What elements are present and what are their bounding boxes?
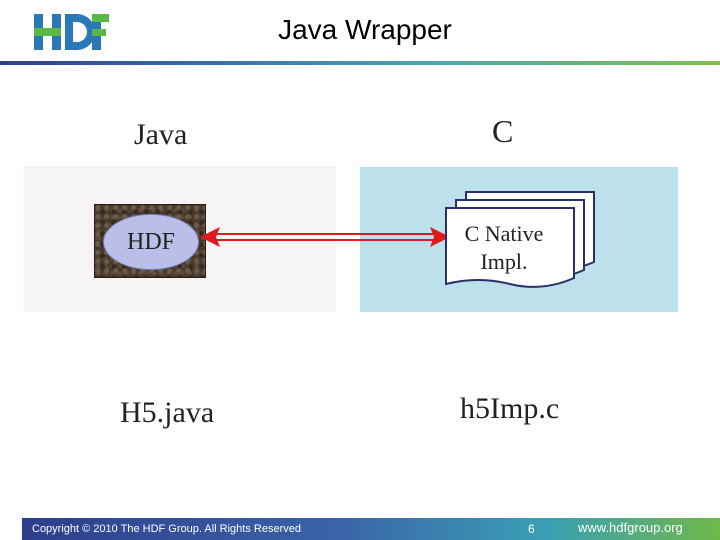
hdf-object: HDF [94, 204, 206, 278]
java-file-label: H5.java [120, 396, 215, 429]
native-impl-document-stack-icon [445, 191, 595, 288]
header-rule [0, 61, 720, 65]
hdf-ellipse: HDF [103, 214, 199, 270]
hdf-ellipse-label: HDF [126, 228, 175, 255]
hdf-logo [34, 14, 109, 50]
bidirectional-arrow-icon [200, 227, 450, 247]
slide-title: Java Wrapper [278, 14, 452, 45]
website-url: www.hdfgroup.org [578, 520, 683, 535]
page-number: 6 [528, 522, 535, 536]
java-heading: Java [134, 118, 188, 151]
native-impl-line2: Impl. [480, 249, 528, 274]
c-heading: C [492, 113, 514, 149]
footer-bar [22, 518, 720, 540]
native-impl-label: C Native Impl. [444, 220, 564, 276]
copyright-text: Copyright © 2010 The HDF Group. All Righ… [32, 523, 301, 535]
native-impl-line1: C Native [464, 221, 544, 246]
c-file-label: h5Imp.c [460, 392, 560, 425]
